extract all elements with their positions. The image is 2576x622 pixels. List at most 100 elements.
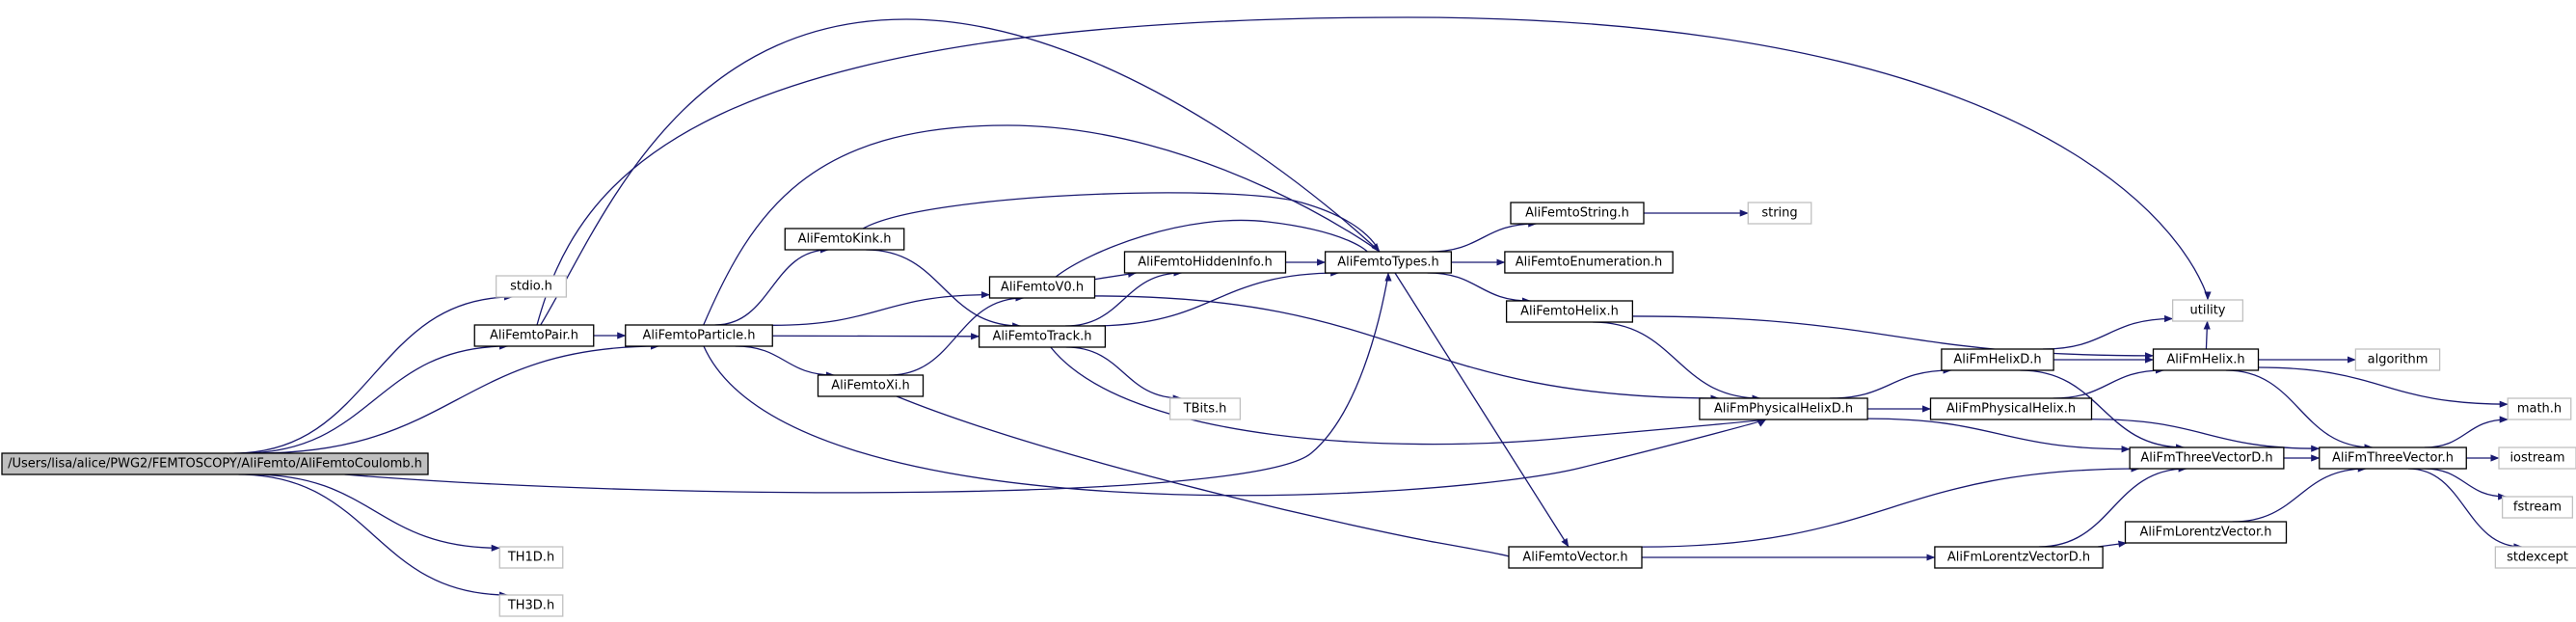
node-box — [1929, 397, 2093, 420]
edge-track-to-physhelixd — [1050, 346, 1767, 446]
node-v0[interactable]: AliFemtoV0.h — [988, 276, 1096, 299]
node-box — [2501, 496, 2574, 519]
node-box — [1324, 251, 1453, 274]
node-fvector[interactable]: AliFemtoVector.h — [1508, 546, 1643, 569]
edge-helixd-to-threevecd — [2020, 369, 2186, 451]
node-algorithm: algorithm — [2354, 348, 2441, 371]
node-label: AliFemtoString.h — [1525, 206, 1629, 221]
node-hidden[interactable]: AliFemtoHiddenInfo.h — [1123, 251, 1287, 274]
node-threevec[interactable]: AliFmThreeVector.h — [2319, 446, 2467, 470]
node-stdexcept: stdexcept — [2494, 546, 2576, 569]
edge-root-to-stdio — [233, 293, 513, 454]
edge-fhelix-to-fmhelix — [1632, 315, 2154, 360]
edge-helixd-to-utility — [2043, 314, 2174, 350]
edge-particle-to-physhelixd — [703, 345, 1767, 497]
node-pair[interactable]: AliFemtoPair.h — [473, 324, 595, 347]
node-label: AliFmThreeVector.h — [2332, 451, 2454, 466]
edge-root-to-th3d — [238, 473, 508, 599]
node-label: AliFmThreeVectorD.h — [2140, 451, 2272, 466]
node-fstring[interactable]: AliFemtoString.h — [1510, 202, 1645, 225]
edge-root-to-types — [344, 272, 1392, 494]
edge-particle-to-track — [772, 333, 980, 340]
node-fhelix[interactable]: AliFemtoHelix.h — [1505, 300, 1634, 323]
node-physhelixd[interactable]: AliFmPhysicalHelixD.h — [1699, 397, 1868, 420]
node-string: string — [1747, 202, 1812, 225]
node-particle[interactable]: AliFemtoParticle.h — [625, 324, 773, 347]
node-root[interactable]: /Users/lisa/alice/PWG2/FEMTOSCOPY/AliFem… — [1, 452, 429, 475]
node-box — [1, 452, 429, 475]
node-types[interactable]: AliFemtoTypes.h — [1324, 251, 1453, 274]
node-label: AliFmHelixD.h — [1953, 353, 2041, 367]
node-label: stdio.h — [510, 280, 552, 294]
node-box — [2124, 521, 2288, 544]
edge-physhelixd-to-threevecd — [1867, 418, 2131, 453]
node-label: utility — [2190, 304, 2226, 318]
node-box — [498, 546, 564, 569]
node-stdio: stdio.h — [495, 275, 568, 298]
node-label: fstream — [2513, 500, 2562, 515]
edge-fmhelix-to-math — [2258, 366, 2509, 408]
edge-lorentzd-to-threevecd — [2038, 465, 2187, 548]
node-label: AliFemtoV0.h — [1001, 281, 1084, 295]
node-threevecd[interactable]: AliFmThreeVectorD.h — [2129, 446, 2285, 470]
node-tbits: TBits.h — [1168, 397, 1242, 420]
edge-lorentz-to-threevec — [2232, 465, 2367, 523]
node-box — [473, 324, 595, 347]
edge-physhelix-to-fmhelix — [2053, 366, 2164, 399]
edge-fvector-to-threevecd — [1641, 465, 2140, 548]
node-lorentzd[interactable]: AliFmLorentzVectorD.h — [1934, 546, 2104, 569]
node-box — [1505, 300, 1634, 323]
node-label: stdexcept — [2507, 551, 2568, 565]
edge-xi-to-fvector — [896, 395, 1517, 561]
edge-lorentzd-to-lorentz — [2097, 540, 2128, 548]
node-enumer[interactable]: AliFemtoEnumeration.h — [1504, 251, 1674, 274]
node-label: string — [1761, 206, 1797, 221]
edges-layer — [233, 16, 2523, 599]
edge-v0-to-types — [1055, 219, 1377, 278]
edge-particle-to-kink — [714, 246, 829, 326]
edge-root-to-particle — [255, 342, 659, 454]
node-kink[interactable]: AliFemtoKink.h — [784, 228, 905, 251]
node-track[interactable]: AliFemtoTrack.h — [978, 325, 1107, 348]
node-lorentz[interactable]: AliFmLorentzVector.h — [2124, 521, 2288, 544]
edge-kink-to-track — [866, 249, 1022, 330]
edge-kink-to-types — [862, 192, 1381, 253]
node-label: AliFemtoXi.h — [831, 379, 910, 393]
nodes-layer: /Users/lisa/alice/PWG2/FEMTOSCOPY/AliFem… — [1, 202, 2576, 617]
node-label: /Users/lisa/alice/PWG2/FEMTOSCOPY/AliFem… — [8, 457, 422, 472]
node-box — [817, 374, 925, 397]
edge-pair-to-types — [540, 18, 1381, 326]
node-xi[interactable]: AliFemtoXi.h — [817, 374, 925, 397]
edge-physhelixd-to-helixd — [1829, 366, 1952, 399]
node-box — [1941, 348, 2054, 371]
node-box — [2498, 446, 2576, 470]
edge-particle-to-types — [703, 124, 1381, 326]
node-box — [1510, 202, 1645, 225]
node-label: AliFemtoVector.h — [1522, 551, 1627, 565]
node-box — [1699, 397, 1868, 420]
node-helixd[interactable]: AliFmHelixD.h — [1941, 348, 2054, 371]
node-label: iostream — [2509, 451, 2564, 466]
edge-physhelix-to-threevec — [2091, 419, 2321, 452]
node-label: AliFmPhysicalHelix.h — [1946, 402, 2076, 417]
node-box — [1168, 397, 1242, 420]
node-label: AliFemtoHiddenInfo.h — [1138, 256, 1272, 270]
node-label: algorithm — [2368, 353, 2428, 367]
node-label: TH1D.h — [507, 551, 554, 565]
node-physhelix[interactable]: AliFmPhysicalHelix.h — [1929, 397, 2093, 420]
node-box — [1747, 202, 1812, 225]
node-box — [625, 324, 773, 347]
node-label: AliFmLorentzVector.h — [2139, 526, 2271, 540]
node-label: AliFemtoKink.h — [798, 232, 892, 247]
node-utility: utility — [2171, 299, 2244, 322]
node-label: AliFmPhysicalHelixD.h — [1714, 402, 1853, 417]
node-fmhelix[interactable]: AliFmHelix.h — [2152, 348, 2260, 371]
node-box — [2152, 348, 2260, 371]
edge-track-to-tbits — [1065, 346, 1182, 402]
node-box — [2507, 397, 2572, 420]
edge-fmhelix-to-utility — [2203, 320, 2211, 350]
edge-threevec-to-math — [2424, 416, 2509, 448]
node-box — [1508, 546, 1643, 569]
node-box — [2494, 546, 2576, 569]
edge-track-to-hidden — [1065, 269, 1183, 327]
